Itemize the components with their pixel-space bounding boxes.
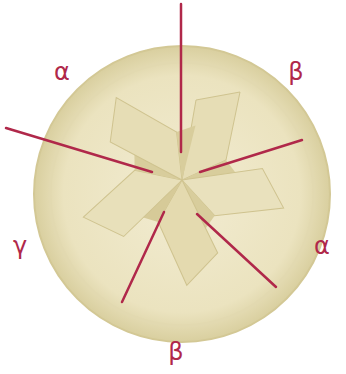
division-lines	[6, 4, 302, 302]
angle-label: β	[168, 340, 183, 364]
angle-label: α	[54, 60, 70, 84]
flutes	[83, 92, 283, 285]
angle-label: β	[288, 60, 303, 84]
angle-label: γ	[13, 234, 27, 258]
angle-label: α	[314, 234, 330, 258]
